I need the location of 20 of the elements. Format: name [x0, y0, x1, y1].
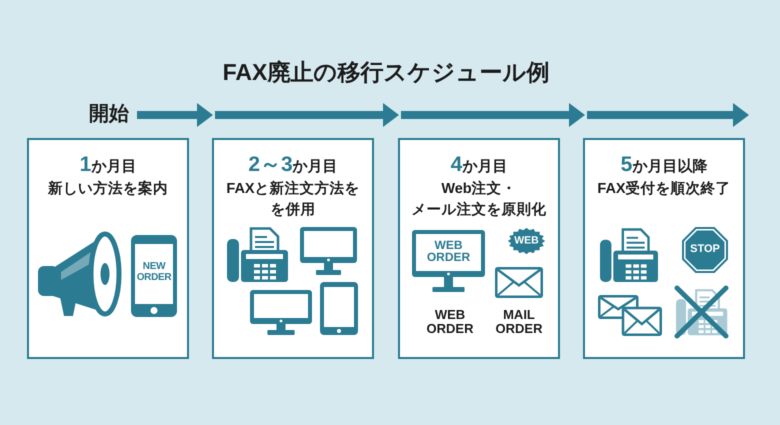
step-card: [212, 138, 374, 359]
step-description: FAXと新注文方法をを併用: [225, 179, 361, 220]
step-description: 新しい方法を案内: [48, 179, 168, 199]
icon-caption: WEB ORDER: [426, 308, 474, 336]
icon-caption: MAIL ORDER: [496, 308, 542, 336]
screen-text: WEB ORDER: [426, 238, 470, 264]
sign-text: STOP: [690, 244, 720, 256]
step-heading: 1か月目: [80, 154, 136, 178]
step-heading: 4か月目: [450, 154, 508, 178]
step-heading: 5か月目以降: [620, 154, 708, 178]
step-card: [583, 138, 745, 359]
step-card: [398, 138, 560, 359]
step-heading: 2～3か月目: [248, 154, 338, 178]
seal-text: WEB: [514, 235, 539, 247]
step-description: Web注文・メール注文を原則化: [410, 180, 548, 220]
screen-text: NEW ORDER: [136, 262, 172, 284]
start-label: 開始: [89, 104, 129, 126]
step-description: FAX受付を順次終了: [597, 180, 731, 199]
step-card: [27, 138, 189, 359]
title: FAX廃止の移行スケジュール例: [222, 58, 550, 87]
